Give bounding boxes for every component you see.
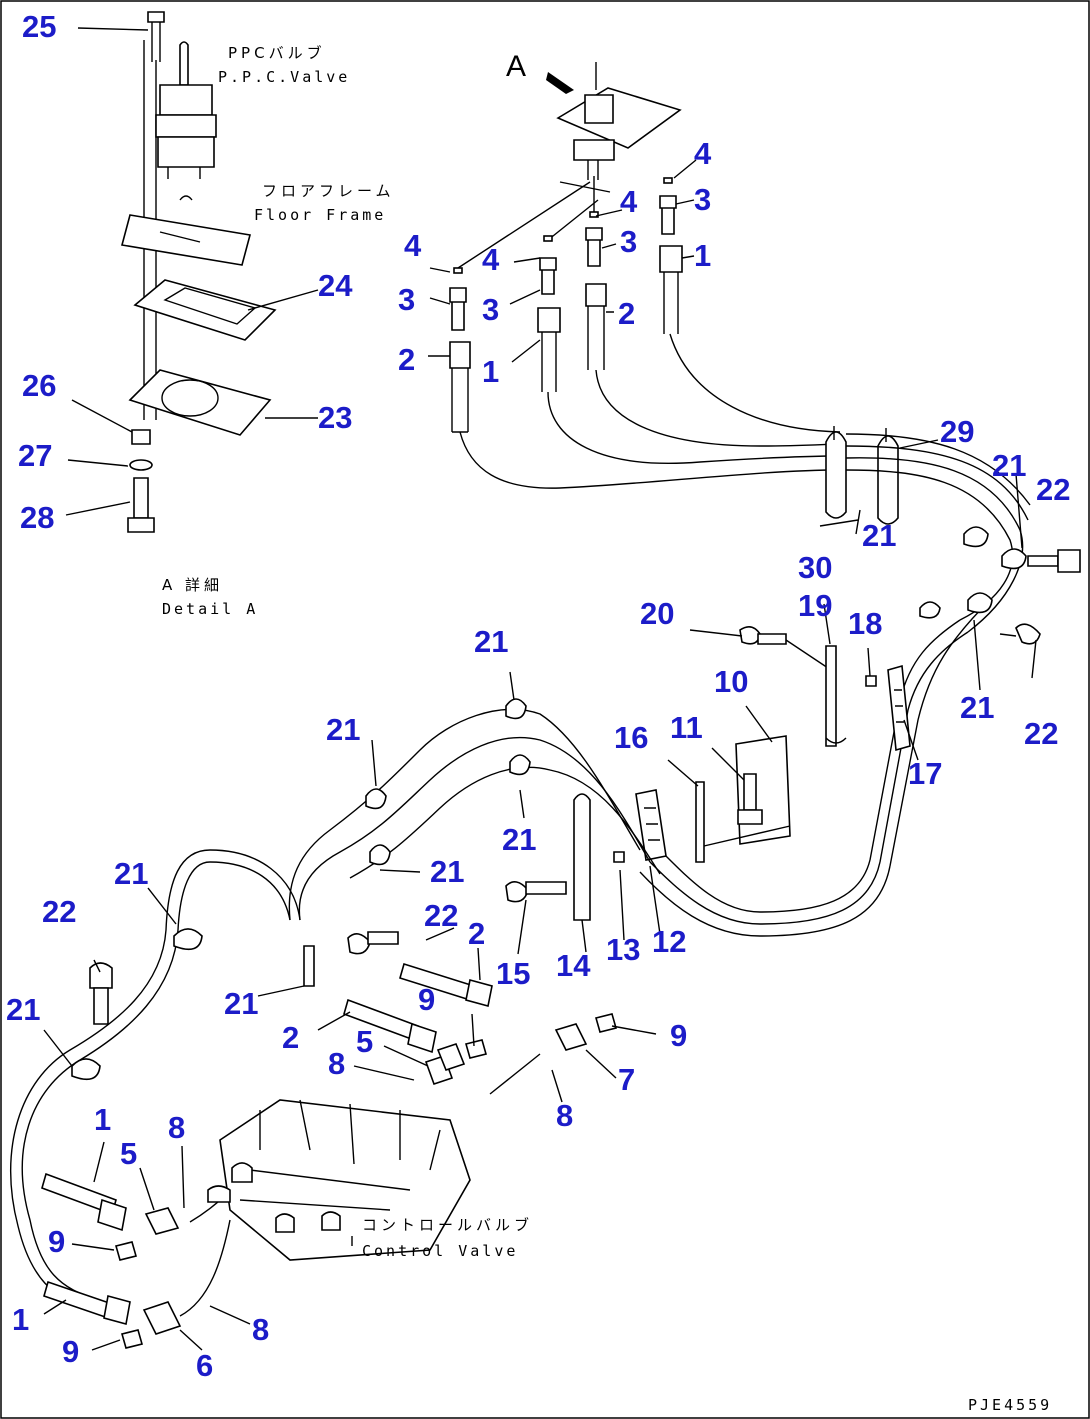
hose-fittings-upper [428,159,697,433]
figure-code: PJE4559 [968,1396,1052,1414]
floor-frame-caption-en: Floor Frame [254,206,386,224]
callout-16: 16 [614,720,648,755]
callout-19: 19 [798,588,832,623]
callout-23: 23 [318,400,352,435]
callout-17: 17 [908,756,942,791]
callout-11: 11 [670,710,703,745]
callout-3: 3 [620,224,637,259]
callout-8: 8 [252,1312,269,1347]
callout-4: 4 [482,242,500,277]
callout-28: 28 [20,500,54,535]
callout-21: 21 [502,822,536,857]
callout-22: 22 [42,894,76,929]
callout-3: 3 [398,282,415,317]
callout-26: 26 [22,368,56,403]
detail-marker-a: A [506,50,526,83]
callout-1: 1 [12,1302,29,1337]
callout-22: 22 [1036,472,1070,507]
ppc-valve-caption-en: P.P.C.Valve [218,68,350,86]
callout-21: 21 [326,712,360,747]
callout-7: 7 [618,1062,635,1097]
detail-caption-en: Detail A [162,600,258,618]
callout-10: 10 [714,664,748,699]
callout-21: 21 [960,690,994,725]
ppc-valve-caption-jp: PPCバルブ [228,44,326,62]
callout-12: 12 [652,924,686,959]
callout-1: 1 [94,1102,111,1137]
callout-8: 8 [328,1046,345,1081]
control-valve-caption-en: Control Valve [362,1242,518,1260]
callout-9: 9 [418,982,435,1017]
callout-21: 21 [224,986,258,1021]
control-valve-caption-jp: コントロールバルブ [362,1216,533,1234]
detail-caption-jp: A 詳細 [162,576,223,594]
callout-3: 3 [482,292,499,327]
ppc-valve-top-view [546,62,682,193]
callout-22: 22 [1024,716,1058,751]
callout-27: 27 [18,438,52,473]
callout-1: 1 [694,238,711,273]
callout-leaders [43,439,1037,1351]
callout-21: 21 [6,992,40,1027]
callout-6: 6 [196,1348,213,1383]
callout-5: 5 [120,1136,137,1171]
hose-bundle [9,333,1081,1349]
callout-24: 24 [318,268,353,303]
callout-2: 2 [618,296,635,331]
callout-18: 18 [848,606,882,641]
callout-3: 3 [694,182,711,217]
callout-9: 9 [62,1334,79,1369]
callout-14: 14 [556,948,591,983]
callout-2: 2 [468,916,485,951]
callout-2: 2 [398,342,415,377]
callout-21: 21 [862,518,896,553]
callout-numbers: 25 24 23 26 27 28 4 3 1 4 3 2 4 3 1 4 3 … [6,9,1070,1383]
callout-9: 9 [48,1224,65,1259]
callout-1: 1 [482,354,499,389]
control-valve [207,1099,471,1261]
callout-21: 21 [430,854,464,889]
callout-8: 8 [168,1110,185,1145]
callout-5: 5 [356,1024,373,1059]
callout-30: 30 [798,550,832,585]
callout-15: 15 [496,956,530,991]
callout-29: 29 [940,414,974,449]
callout-22: 22 [424,898,458,933]
callout-21: 21 [992,448,1026,483]
callout-25: 25 [22,9,56,44]
floor-frame-caption-jp: フロアフレーム [262,182,395,200]
callout-2: 2 [282,1020,299,1055]
callout-13: 13 [606,932,640,967]
callout-4: 4 [620,184,638,219]
callout-20: 20 [640,596,674,631]
callout-8: 8 [556,1098,573,1133]
detail-a-assembly [65,11,319,533]
callout-21: 21 [114,856,148,891]
callout-21: 21 [474,624,508,659]
callout-9: 9 [670,1018,687,1053]
callout-4: 4 [694,136,712,171]
callout-4: 4 [404,228,422,263]
